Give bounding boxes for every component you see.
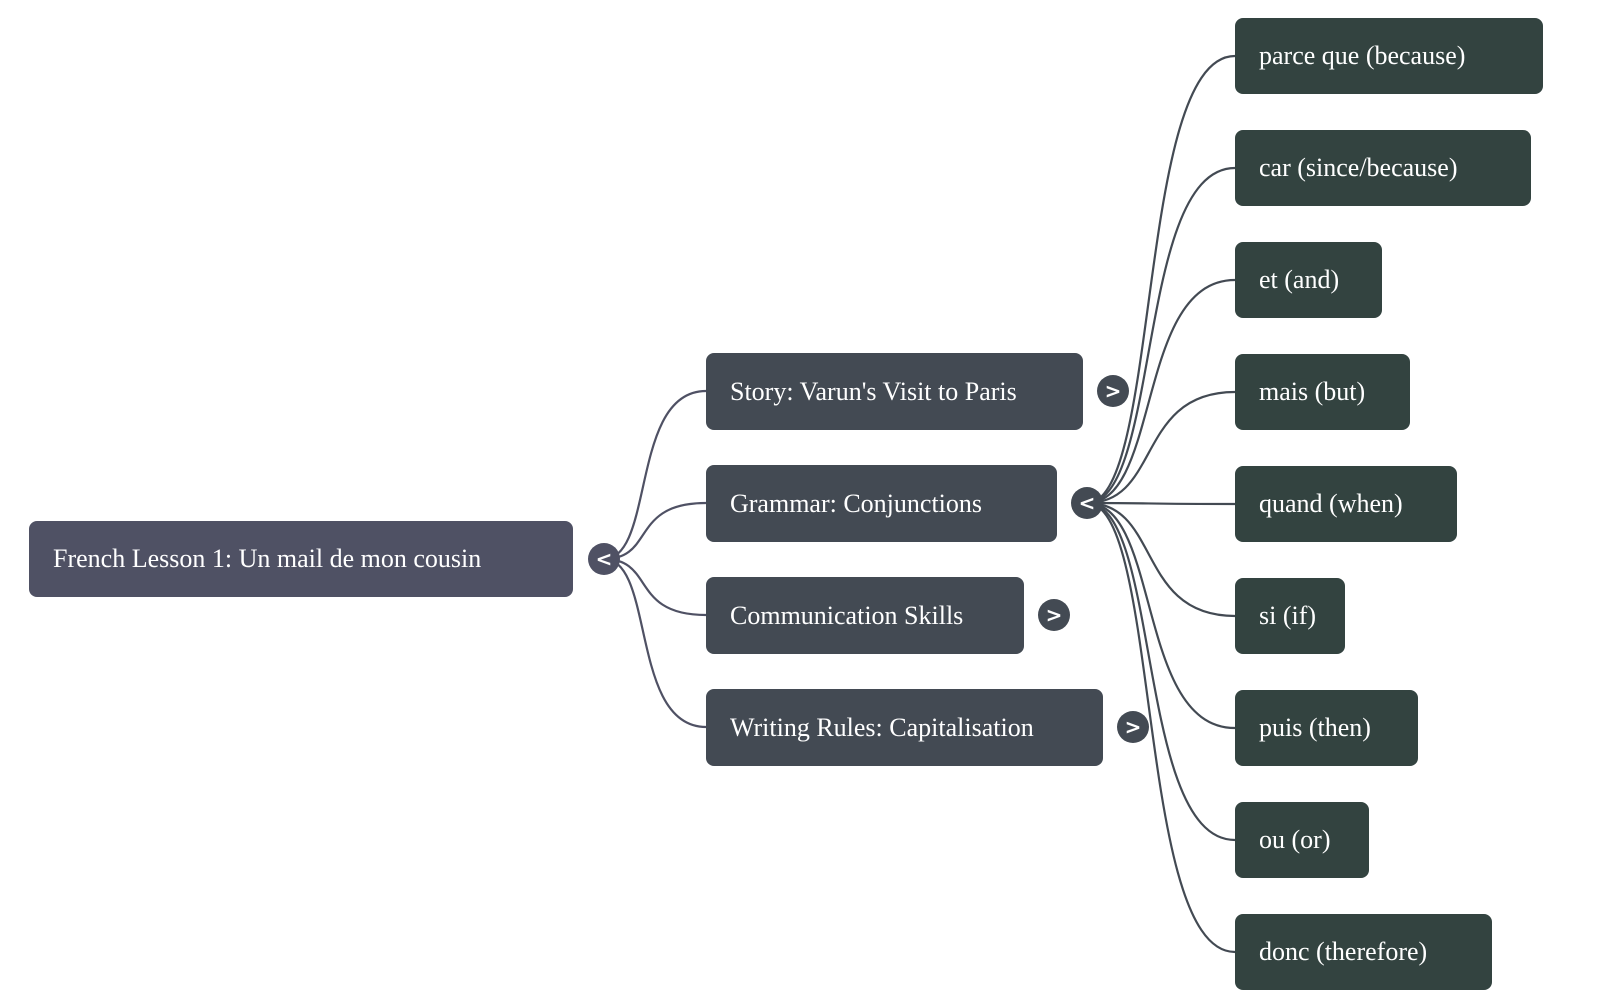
leaf-node-puis[interactable]: puis (then) — [1235, 690, 1418, 766]
leaf-node-car[interactable]: car (since/because) — [1235, 130, 1531, 206]
branch-node-grammar[interactable]: Grammar: Conjunctions — [706, 465, 1057, 542]
chevron-left-icon: < — [595, 547, 613, 571]
grammar-connector-1 — [1086, 166, 1236, 505]
root-connector-2 — [603, 557, 707, 617]
leaf-label: et (and) — [1259, 265, 1340, 294]
leaf-label: ou (or) — [1259, 825, 1331, 854]
branch-node-communication[interactable]: Communication Skills — [706, 577, 1024, 654]
root-node-label: French Lesson 1: Un mail de mon cousin — [53, 544, 482, 573]
grammar-connector-8 — [1086, 501, 1236, 954]
root-connector-0 — [603, 389, 707, 561]
leaf-node-quand[interactable]: quand (when) — [1235, 466, 1457, 542]
grammar-connector-3 — [1086, 390, 1236, 505]
grammar-connector-6 — [1086, 501, 1236, 730]
chevron-right-icon: > — [1045, 603, 1063, 627]
grammar-connector-4 — [1086, 501, 1236, 506]
chevron-right-icon: > — [1124, 715, 1142, 739]
branch-expand-toggle-communication[interactable]: > — [1038, 599, 1070, 631]
leaf-node-et[interactable]: et (and) — [1235, 242, 1382, 318]
leaf-node-parce-que[interactable]: parce que (because) — [1235, 18, 1543, 94]
grammar-connector-0 — [1086, 54, 1236, 505]
leaf-node-ou[interactable]: ou (or) — [1235, 802, 1369, 878]
branch-node-writing-rules[interactable]: Writing Rules: Capitalisation — [706, 689, 1103, 766]
grammar-connector-5 — [1086, 501, 1236, 618]
root-connector-3 — [603, 557, 707, 729]
chevron-left-icon: < — [1078, 491, 1096, 515]
leaf-node-si[interactable]: si (if) — [1235, 578, 1345, 654]
leaf-label: parce que (because) — [1259, 41, 1466, 70]
leaf-node-donc[interactable]: donc (therefore) — [1235, 914, 1492, 990]
branch-label: Story: Varun's Visit to Paris — [730, 376, 1017, 406]
leaf-label: quand (when) — [1259, 489, 1403, 518]
leaf-label: car (since/because) — [1259, 153, 1458, 182]
leaf-label: donc (therefore) — [1259, 937, 1428, 966]
branch-label: Communication Skills — [730, 600, 964, 630]
chevron-right-icon: > — [1104, 379, 1122, 403]
branch-label: Grammar: Conjunctions — [730, 488, 983, 518]
grammar-connector-7 — [1086, 501, 1236, 842]
leaf-node-mais[interactable]: mais (but) — [1235, 354, 1410, 430]
branch-label: Writing Rules: Capitalisation — [730, 712, 1034, 742]
branch-node-story[interactable]: Story: Varun's Visit to Paris — [706, 353, 1083, 430]
branch-collapse-toggle-grammar[interactable]: < — [1071, 487, 1103, 519]
branch-expand-toggle-story[interactable]: > — [1097, 375, 1129, 407]
leaf-label: puis (then) — [1259, 713, 1371, 742]
root-connector-1 — [603, 501, 707, 561]
leaf-label: mais (but) — [1259, 377, 1366, 406]
root-node[interactable]: French Lesson 1: Un mail de mon cousin — [29, 521, 573, 597]
root-collapse-toggle[interactable]: < — [588, 543, 620, 575]
leaf-label: si (if) — [1259, 601, 1317, 630]
branch-expand-toggle-writing-rules[interactable]: > — [1117, 711, 1149, 743]
